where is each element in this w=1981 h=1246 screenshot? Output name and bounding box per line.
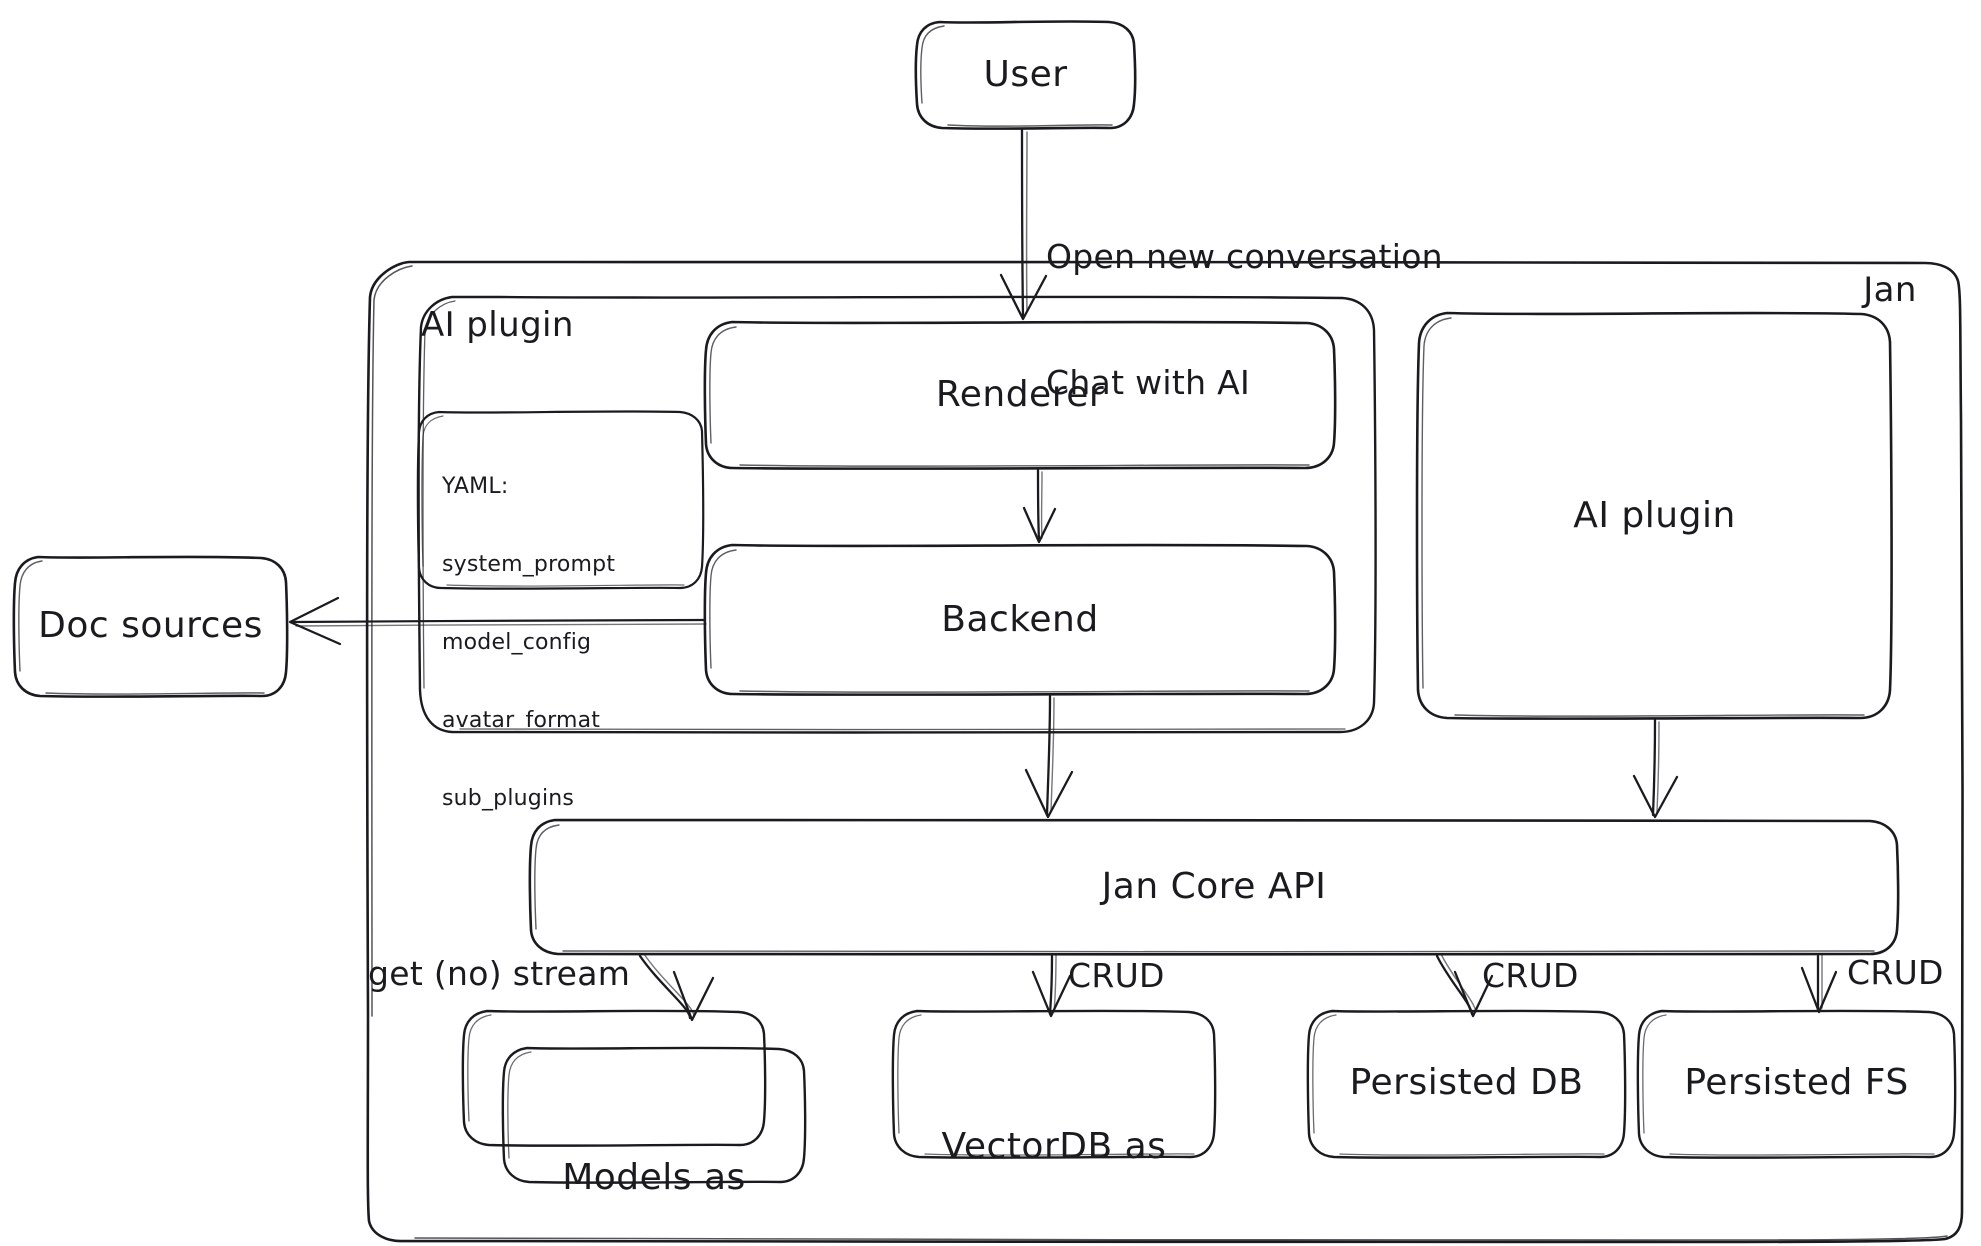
shape-jan-core-api-box — [528, 818, 1900, 957]
edge-core-api-to-vectordb — [1031, 953, 1072, 1018]
shape-doc-sources-box — [12, 555, 289, 699]
shape-backend-box — [703, 543, 1337, 697]
edge-renderer-to-backend — [1022, 468, 1057, 544]
shape-models-as-plugin-box — [461, 1009, 807, 1184]
group-jan-container — [365, 260, 1965, 1244]
shape-user-box — [914, 20, 1137, 130]
shape-yaml-config-box — [416, 410, 705, 590]
edge-ai-plugin-to-core-api — [1632, 718, 1679, 819]
edge-user-to-renderer — [999, 128, 1048, 321]
shape-vectordb-as-plugin-box — [891, 1009, 1217, 1159]
shape-ai-plugin-box — [1415, 311, 1893, 720]
edge-backend-to-doc-sources — [288, 596, 707, 646]
group-ai-plugin-container — [417, 295, 1377, 734]
shape-renderer-box — [703, 320, 1337, 471]
edge-core-api-to-persisted-db — [1435, 953, 1494, 1018]
shape-persisted-fs-box — [1636, 1009, 1957, 1159]
edge-backend-to-core-api — [1024, 694, 1074, 819]
shape-persisted-db-box — [1306, 1009, 1627, 1159]
edge-core-api-to-persisted-fs — [1800, 953, 1838, 1014]
edge-core-api-to-models — [638, 953, 715, 1022]
